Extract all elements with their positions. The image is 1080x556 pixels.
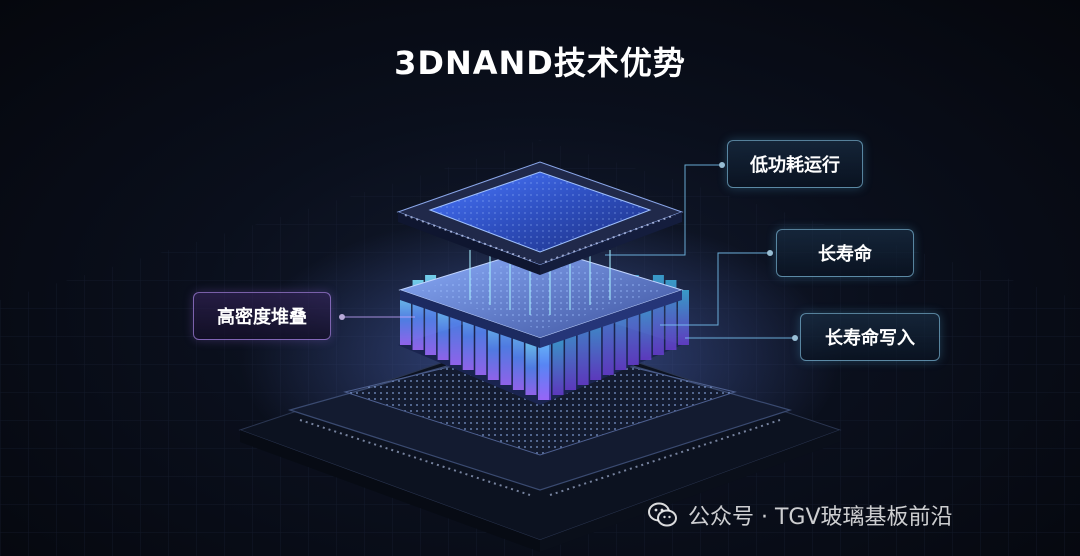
- page-title: 3DNAND技术优势: [394, 44, 686, 82]
- top-chip: [396, 161, 684, 275]
- cell-pillar: [412, 280, 424, 350]
- cell-pillar: [538, 322, 549, 400]
- cell-pillar: [437, 298, 449, 360]
- wechat-icon: [648, 502, 678, 528]
- cell-pillar: [665, 280, 677, 350]
- base-board: [238, 329, 842, 552]
- cell-pillar: [652, 275, 664, 355]
- cell-pillar: [500, 300, 512, 385]
- cell-pillar: [462, 295, 474, 370]
- watermark-text: 公众号 · TGV玻璃基板前沿: [688, 505, 953, 530]
- cell-pillar: [565, 318, 577, 390]
- cell-pillar: [577, 300, 589, 385]
- connector-lines: [339, 162, 798, 341]
- cell-pillar: [627, 275, 639, 365]
- cell-pillar: [678, 290, 689, 345]
- cell-pillar: [552, 335, 564, 395]
- cell-pillar: [487, 312, 499, 380]
- cell-pillar: [525, 335, 537, 395]
- cell-pillar: [590, 312, 602, 380]
- base-pins: [299, 419, 781, 496]
- callout-long-life: 长寿命: [776, 229, 914, 277]
- callout-long-life-write: 长寿命写入: [800, 313, 940, 361]
- cell-pillar: [512, 318, 524, 390]
- watermark: 公众号 · TGV玻璃基板前沿: [648, 498, 953, 532]
- callout-low-power: 低功耗运行: [727, 140, 863, 188]
- cell-pillar: [450, 275, 462, 365]
- cell-pillar: [640, 298, 652, 360]
- callout-high-density: 高密度堆叠: [193, 292, 331, 340]
- cell-pillar: [425, 275, 437, 355]
- cell-stack: [398, 275, 689, 405]
- cell-pillar: [602, 280, 614, 375]
- cell-pillar: [615, 295, 627, 370]
